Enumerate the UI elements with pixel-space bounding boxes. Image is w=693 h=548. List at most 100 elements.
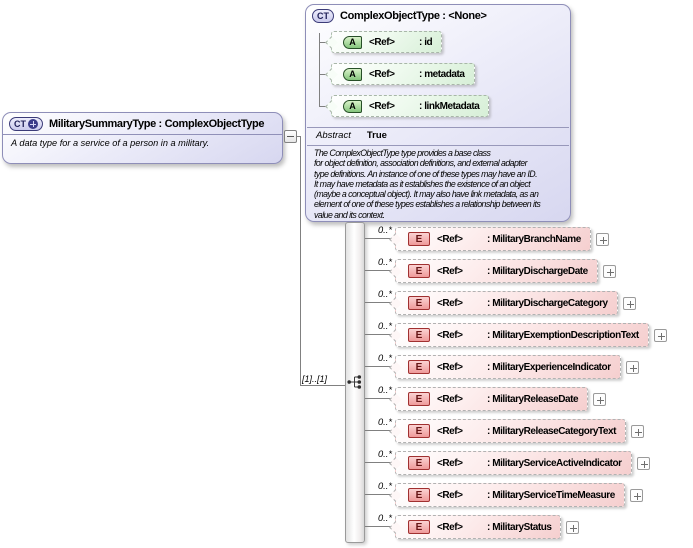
element-name: : MilitaryExemptionDescriptionText xyxy=(487,329,639,341)
base-type-header: CT ComplexObjectType : <None> xyxy=(306,5,570,26)
ref-label: <Ref> xyxy=(437,265,463,277)
sequence-icon[interactable] xyxy=(347,374,363,390)
element-cardinality: 0..* xyxy=(378,513,392,523)
connector-line xyxy=(365,494,397,495)
expand-button[interactable] xyxy=(653,328,667,342)
element-icon: E xyxy=(408,520,430,534)
element-box-militarydischargecategory[interactable]: E <Ref> : MilitaryDischargeCategory xyxy=(395,291,618,315)
connector-vertical xyxy=(300,136,301,385)
attribute-stub xyxy=(319,106,327,107)
abstract-label: Abstract xyxy=(316,130,351,141)
attribute-icon: A xyxy=(343,35,362,49)
ref-label: <Ref> xyxy=(437,393,463,405)
element-row: 0..* E <Ref> : MilitaryServiceActiveIndi… xyxy=(365,449,650,475)
element-cardinality: 0..* xyxy=(378,289,392,299)
element-name: : MilitaryDischargeCategory xyxy=(487,297,608,309)
root-type-box[interactable]: CT MilitarySummaryType : ComplexObjectTy… xyxy=(2,112,283,164)
element-icon: E xyxy=(408,296,430,310)
element-icon: E xyxy=(408,392,430,406)
ref-label: <Ref> xyxy=(437,489,463,501)
element-cardinality: 0..* xyxy=(378,385,392,395)
attribute-stub xyxy=(319,42,327,43)
element-row: 0..* E <Ref> : MilitaryExperienceIndicat… xyxy=(365,353,639,379)
element-row: 0..* E <Ref> : MilitaryReleaseDate xyxy=(365,385,607,411)
element-box-militaryexemptiondescriptiontext[interactable]: E <Ref> : MilitaryExemptionDescriptionTe… xyxy=(395,323,649,347)
connector-line xyxy=(365,430,397,431)
element-box-militarybranchname[interactable]: E <Ref> : MilitaryBranchName xyxy=(395,227,591,251)
element-name: : MilitaryBranchName xyxy=(487,233,581,245)
element-cardinality: 0..* xyxy=(378,449,392,459)
sequence-cardinality-label: [1]..[1] xyxy=(302,374,328,384)
expand-button[interactable] xyxy=(625,360,639,374)
attribute-box-id[interactable]: A <Ref> : id xyxy=(331,31,443,53)
expand-button[interactable] xyxy=(595,232,609,246)
element-row: 0..* E <Ref> : MilitaryStatus xyxy=(365,513,580,539)
expand-button[interactable] xyxy=(636,456,650,470)
expand-button[interactable] xyxy=(629,488,643,502)
ref-label: <Ref> xyxy=(369,36,395,48)
ref-label: <Ref> xyxy=(369,68,395,80)
element-cardinality: 0..* xyxy=(378,321,392,331)
element-row: 0..* E <Ref> : MilitaryServiceTimeMeasur… xyxy=(365,481,643,507)
attribute-name: : metadata xyxy=(419,68,465,80)
element-box-militaryservicetimemeasure[interactable]: E <Ref> : MilitaryServiceTimeMeasure xyxy=(395,483,625,507)
expand-button[interactable] xyxy=(566,520,580,534)
element-name: : MilitaryExperienceIndicator xyxy=(487,361,611,373)
expand-button[interactable] xyxy=(631,424,645,438)
base-type-box[interactable]: CT ComplexObjectType : <None> A <Ref> : … xyxy=(305,4,571,222)
attribute-row: A <Ref> : linkMetadata xyxy=(331,95,490,117)
attribute-box-linkmetadata[interactable]: A <Ref> : linkMetadata xyxy=(331,95,490,117)
element-cardinality: 0..* xyxy=(378,417,392,427)
element-box-militaryexperienceindicator[interactable]: E <Ref> : MilitaryExperienceIndicator xyxy=(395,355,621,379)
complex-type-icon-label: CT xyxy=(317,11,329,21)
connector-line xyxy=(365,398,397,399)
ref-label: <Ref> xyxy=(437,297,463,309)
attribute-icon: A xyxy=(343,99,362,113)
ref-label: <Ref> xyxy=(437,425,463,437)
element-cardinality: 0..* xyxy=(378,353,392,363)
connector-line xyxy=(365,366,397,367)
abstract-value: True xyxy=(366,130,387,141)
element-icon: E xyxy=(408,456,430,470)
root-type-header: CT MilitarySummaryType : ComplexObjectTy… xyxy=(3,113,282,135)
element-icon: E xyxy=(408,360,430,374)
element-box-militaryreleasedate[interactable]: E <Ref> : MilitaryReleaseDate xyxy=(395,387,589,411)
abstract-facet-row: Abstract True xyxy=(316,130,387,141)
connector-line xyxy=(365,334,397,335)
collapse-button[interactable] xyxy=(284,130,297,143)
ref-label: <Ref> xyxy=(437,329,463,341)
expand-button[interactable] xyxy=(602,264,616,278)
connector-line xyxy=(365,302,397,303)
ref-label: <Ref> xyxy=(437,457,463,469)
element-cardinality: 0..* xyxy=(378,257,392,267)
element-row: 0..* E <Ref> : MilitaryExemptionDescript… xyxy=(365,321,667,347)
ref-label: <Ref> xyxy=(437,233,463,245)
element-icon: E xyxy=(408,328,430,342)
element-box-militaryserviceactiveindicator[interactable]: E <Ref> : MilitaryServiceActiveIndicator xyxy=(395,451,632,475)
element-row: 0..* E <Ref> : MilitaryReleaseCategoryTe… xyxy=(365,417,645,443)
element-name: : MilitaryStatus xyxy=(487,521,552,533)
attribute-stub xyxy=(319,74,327,75)
element-box-militarydischargedate[interactable]: E <Ref> : MilitaryDischargeDate xyxy=(395,259,598,283)
attribute-name: : linkMetadata xyxy=(419,100,480,112)
element-box-militaryreleasecategorytext[interactable]: E <Ref> : MilitaryReleaseCategoryText xyxy=(395,419,627,443)
ref-label: <Ref> xyxy=(369,100,395,112)
ref-label: <Ref> xyxy=(437,361,463,373)
attribute-box-metadata[interactable]: A <Ref> : metadata xyxy=(331,63,475,85)
element-box-militarystatus[interactable]: E <Ref> : MilitaryStatus xyxy=(395,515,562,539)
connector-line xyxy=(365,462,397,463)
element-icon: E xyxy=(408,264,430,278)
expand-button[interactable] xyxy=(593,392,607,406)
element-icon: E xyxy=(408,232,430,246)
connector-root-stub xyxy=(297,136,301,137)
connector-line xyxy=(365,526,397,527)
derived-plus-icon xyxy=(28,119,38,129)
complex-type-icon: CT xyxy=(312,9,334,23)
element-name: : MilitaryServiceActiveIndicator xyxy=(487,457,622,469)
expand-button[interactable] xyxy=(622,296,636,310)
complex-type-icon-label: CT xyxy=(14,119,26,129)
attribute-row: A <Ref> : id xyxy=(331,31,443,53)
element-cardinality: 0..* xyxy=(378,481,392,491)
element-name: : MilitaryServiceTimeMeasure xyxy=(487,489,615,501)
